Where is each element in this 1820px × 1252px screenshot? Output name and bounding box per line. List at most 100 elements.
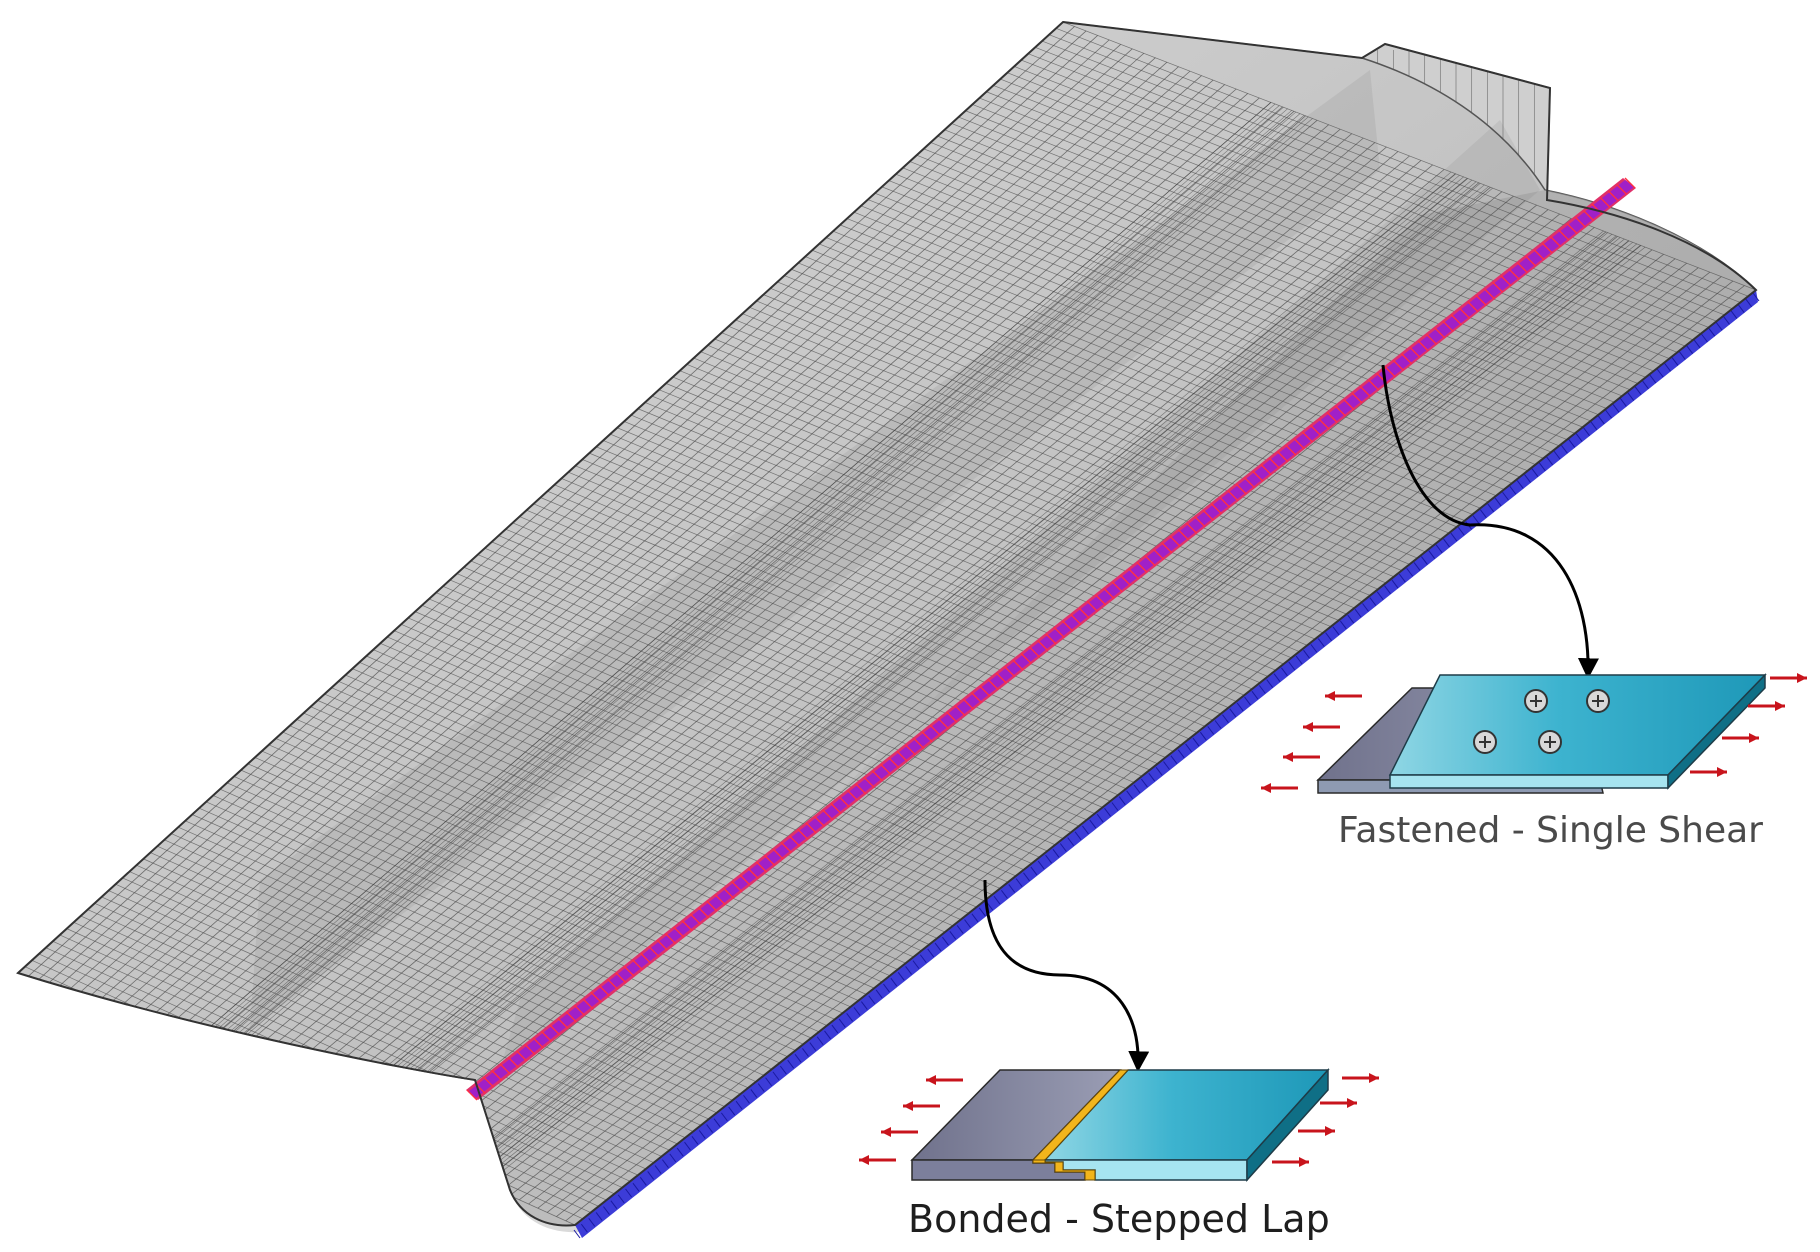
mesh-line xyxy=(108,890,678,1145)
mesh-line xyxy=(188,103,1276,1051)
mesh-line xyxy=(505,528,1127,789)
mesh-line xyxy=(617,427,1253,690)
mesh-line xyxy=(303,712,898,970)
mesh-line xyxy=(428,598,1040,858)
mesh-line xyxy=(1048,34,1741,303)
fastener xyxy=(1524,689,1548,713)
mesh-line xyxy=(101,896,670,1151)
mesh-line xyxy=(226,782,812,1039)
mesh-line xyxy=(603,440,1237,702)
mesh-line xyxy=(455,232,1608,1172)
mesh-line xyxy=(519,516,1143,777)
mesh-line xyxy=(721,332,1371,596)
mesh-line xyxy=(589,452,1221,715)
mesh-line xyxy=(289,725,883,983)
mesh-line xyxy=(582,459,1213,721)
mesh-line xyxy=(846,218,1513,484)
mesh-line xyxy=(888,180,1560,447)
mesh-line xyxy=(468,238,1625,1178)
mesh-line xyxy=(171,833,749,1089)
mesh-line xyxy=(540,497,1166,758)
mesh-line xyxy=(1035,47,1725,316)
mesh-line xyxy=(1000,78,1686,347)
leader-line-fastened xyxy=(1381,364,1599,680)
mesh-line xyxy=(282,731,875,989)
mesh-line xyxy=(73,921,639,1176)
mesh-line xyxy=(867,199,1536,465)
mesh-line xyxy=(359,186,1489,1128)
leading-edge-surface xyxy=(475,190,1756,1233)
mesh-line xyxy=(610,433,1245,696)
mesh-line xyxy=(317,700,914,958)
mesh-line xyxy=(462,235,1617,1175)
mesh-line xyxy=(201,110,1292,1057)
mesh-line xyxy=(458,234,1613,1173)
mesh-line xyxy=(254,757,843,1014)
mesh-line xyxy=(575,465,1206,727)
mesh-line xyxy=(596,446,1229,708)
mesh-line xyxy=(136,864,709,1120)
mesh-line xyxy=(770,287,1426,553)
mesh-line xyxy=(233,776,820,1033)
mesh-line xyxy=(470,560,1087,821)
mesh-line xyxy=(214,116,1309,1063)
mesh-line xyxy=(192,814,772,1070)
mesh-line xyxy=(184,102,1272,1049)
mesh-line xyxy=(951,123,1631,391)
mesh-line xyxy=(1021,59,1709,328)
mesh-line xyxy=(324,693,922,952)
mesh-line xyxy=(763,294,1418,559)
mesh-line xyxy=(366,655,969,914)
mesh-line xyxy=(923,148,1599,415)
mesh-line xyxy=(498,535,1119,796)
mesh-line xyxy=(874,192,1544,459)
mesh-line xyxy=(561,478,1190,740)
mesh-line xyxy=(345,674,946,933)
mesh-line xyxy=(819,243,1481,509)
mesh-line xyxy=(972,104,1654,372)
leading-edge-band xyxy=(575,290,1758,1238)
mesh-line xyxy=(87,909,654,1163)
mesh-line xyxy=(359,662,961,920)
leader-line-bonded xyxy=(983,879,1150,1073)
mesh-line xyxy=(944,129,1623,397)
mesh-line xyxy=(435,592,1048,852)
mesh-line xyxy=(94,902,662,1157)
mesh-line xyxy=(735,319,1387,584)
mesh-line xyxy=(387,636,993,895)
mesh-line xyxy=(1028,53,1717,322)
mesh-line xyxy=(568,471,1198,733)
mesh-line xyxy=(333,173,1456,1116)
mesh-line xyxy=(352,668,954,927)
mesh-line xyxy=(343,178,1468,1121)
mesh-line xyxy=(356,184,1485,1127)
mesh-line xyxy=(463,566,1080,827)
mesh-line xyxy=(115,883,686,1139)
mesh-line xyxy=(881,186,1552,453)
mesh-line xyxy=(805,256,1465,521)
mesh-line xyxy=(336,175,1460,1118)
mesh-line xyxy=(860,205,1528,472)
mesh-line xyxy=(346,179,1473,1122)
wing-fe-mesh xyxy=(16,20,1760,1239)
mesh-line xyxy=(329,171,1452,1115)
mesh-line xyxy=(479,243,1637,1182)
mesh-line xyxy=(380,642,985,902)
mesh-line xyxy=(728,325,1379,590)
fastener xyxy=(1586,689,1610,713)
mesh-line xyxy=(798,262,1457,528)
mesh-line xyxy=(338,681,938,939)
mesh-line xyxy=(853,211,1520,478)
mesh-line xyxy=(442,585,1056,846)
mesh-line xyxy=(205,801,788,1058)
mesh-line xyxy=(916,154,1591,422)
mesh-line xyxy=(465,237,1621,1176)
bonded-joint-caption: Bonded - Stepped Lap xyxy=(908,1197,1330,1241)
mesh-line xyxy=(707,345,1355,609)
mesh-line xyxy=(623,421,1261,684)
mesh-line xyxy=(742,313,1394,578)
mesh-line xyxy=(66,928,631,1182)
mesh-line xyxy=(477,554,1095,814)
